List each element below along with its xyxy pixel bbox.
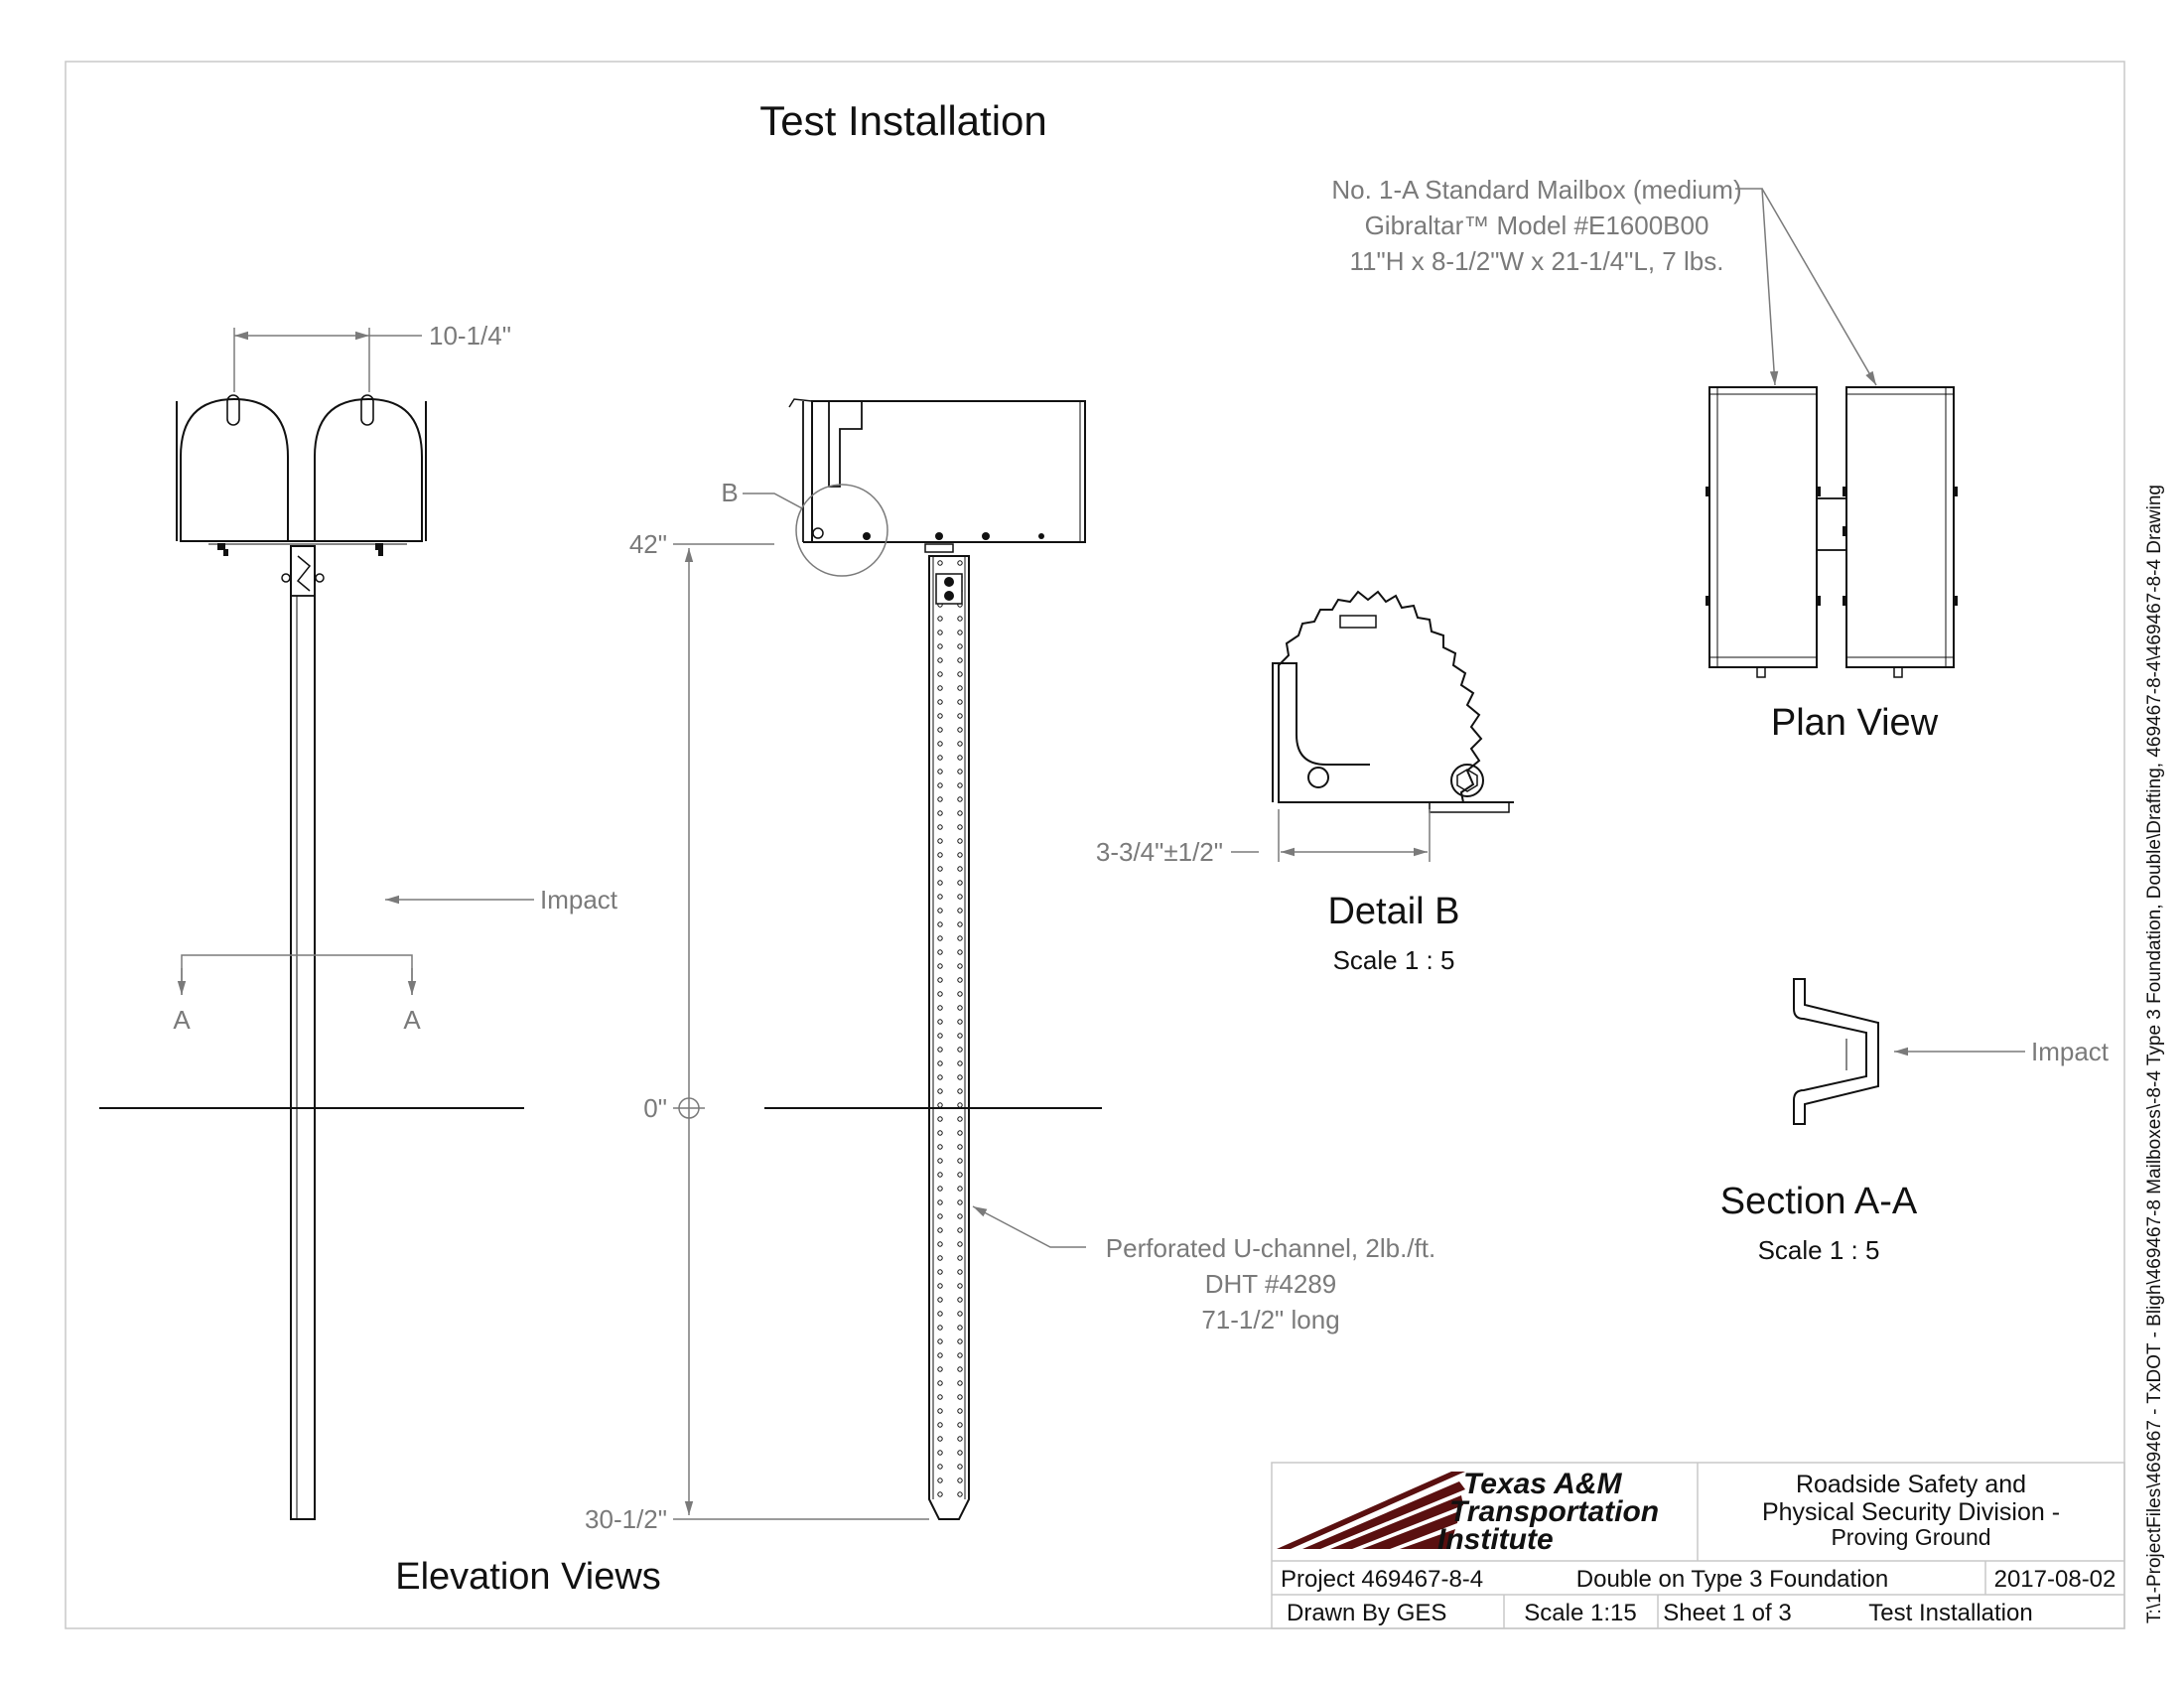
impact-label-front: Impact	[540, 885, 618, 914]
mailbox-note-line-1: No. 1-A Standard Mailbox (medium)	[1331, 175, 1741, 205]
logo-text-line-3: Institute	[1437, 1523, 1554, 1556]
section-aa-label: Section A-A	[1720, 1181, 1918, 1222]
elevation-ground-label: 0"	[643, 1093, 667, 1123]
elevation-top-label: 42"	[629, 529, 667, 559]
section-mark-right: A	[403, 1005, 421, 1035]
logo-text-line-2: Transportation	[1449, 1495, 1659, 1528]
mailbox-right	[314, 397, 423, 542]
detail-b-bolt	[1450, 764, 1484, 797]
front-post	[290, 545, 316, 1520]
mailbox-left	[180, 397, 289, 542]
tti-logo: Texas A&M Transportation Institute	[1277, 1468, 1659, 1556]
mailbox-note-line-3: 11"H x 8-1/2"W x 21-1/4"L, 7 lbs.	[1350, 246, 1724, 276]
sheet-title: Test Installation	[1868, 1600, 2032, 1626]
mailbox-flag-side	[828, 400, 863, 488]
spacing-dimension-label: 10-1/4"	[429, 321, 511, 351]
division-line-2: Physical Security Division -	[1762, 1498, 2060, 1526]
title-block: Texas A&M Transportation Institute Roads…	[1271, 1462, 2125, 1629]
detail-b-label: Detail B	[1327, 891, 1459, 932]
drawing-date: 2017-08-02	[1994, 1566, 2116, 1593]
sheet-border	[65, 61, 2125, 1629]
perforated-post	[928, 555, 970, 1520]
post-note-line-2: DHT #4289	[1205, 1269, 1337, 1299]
elevation-views-label: Elevation Views	[395, 1556, 661, 1598]
detail-b-breakout	[1278, 590, 1483, 803]
page-title: Test Installation	[759, 97, 1047, 144]
elevation-bottom-label: 30-1/2"	[585, 1504, 667, 1534]
section-aa-scale: Scale 1 : 5	[1758, 1235, 1880, 1265]
mailbox-flag-left	[226, 394, 240, 426]
front-elevation: 10-1/4" Impact A A Elevation Views	[99, 321, 661, 1598]
mailbox-flag-right	[360, 394, 374, 426]
detail-b: 3-3/4"±1/2" Detail B Scale 1 : 5	[1096, 590, 1514, 975]
post-note-line-1: Perforated U-channel, 2lb./ft.	[1106, 1233, 1435, 1263]
mailbox-note: No. 1-A Standard Mailbox (medium) Gibral…	[1331, 175, 1877, 386]
side-elevation: B 42" 0" 30-1/2" Perforated U-channel, 2…	[585, 398, 1435, 1534]
impact-label-section: Impact	[2031, 1037, 2110, 1066]
post-note-leader	[972, 1205, 1086, 1248]
mailbox-side	[811, 400, 1086, 543]
drawing-scale: Scale 1:15	[1524, 1600, 1636, 1626]
post-note-line-3: 71-1/2" long	[1201, 1305, 1339, 1335]
project-description: Double on Type 3 Foundation	[1576, 1566, 1888, 1593]
mailbox-note-line-2: Gibraltar™ Model #E1600B00	[1365, 211, 1709, 240]
file-path-note: T:\1-ProjectFiles\469467 - TxDOT - Bligh…	[2144, 485, 2165, 1623]
sheet-number: Sheet 1 of 3	[1663, 1600, 1791, 1626]
project-number: Project 469467-8-4	[1281, 1566, 1483, 1593]
detail-b-callout-circle	[795, 484, 888, 577]
plan-view-label: Plan View	[1771, 702, 1939, 744]
section-aa: Impact Section A-A Scale 1 : 5	[1720, 978, 2110, 1265]
detail-b-callout: B	[721, 478, 738, 507]
division-line-1: Roadside Safety and	[1796, 1471, 2026, 1498]
division-line-3: Proving Ground	[1831, 1524, 1990, 1550]
logo-text-line-1: Texas A&M	[1463, 1468, 1623, 1500]
plan-mailbox-left	[1708, 386, 1818, 668]
detail-b-dimension-label: 3-3/4"±1/2"	[1096, 837, 1223, 867]
drawn-by: Drawn By GES	[1287, 1600, 1446, 1626]
u-channel-profile	[1793, 978, 1879, 1125]
plan-view: Plan View	[1706, 386, 1958, 744]
plan-mailbox-right	[1845, 386, 1955, 668]
section-mark-left: A	[173, 1005, 191, 1035]
detail-b-scale: Scale 1 : 5	[1333, 945, 1455, 975]
